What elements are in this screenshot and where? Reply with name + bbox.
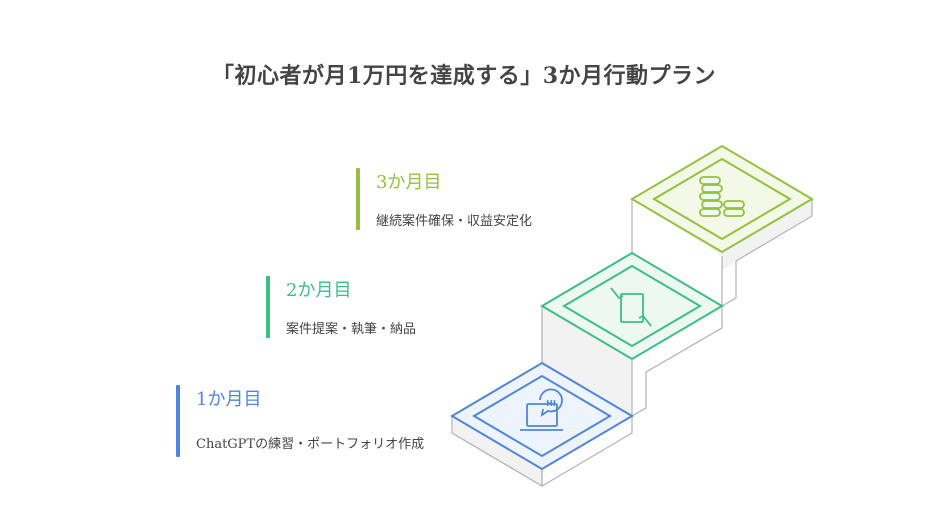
step-1-month: 1か月目 — [196, 389, 262, 410]
step-2-month: 2か月目 — [286, 280, 352, 301]
step-3-platform — [630, 144, 814, 254]
hi-badge: HI — [546, 399, 556, 408]
handshake-document-icon — [610, 287, 652, 327]
laptop-chat-icon: HI — [520, 388, 563, 431]
step-1-bar — [176, 385, 180, 457]
step-1-desc: ChatGPTの練習・ポートフォリオ作成 — [196, 437, 425, 452]
step-3-desc: 継続案件確保・収益安定化 — [376, 214, 533, 229]
step-3-month: 3か月目 — [376, 172, 442, 193]
step-1-label: 1か月目 ChatGPTの練習・ポートフォリオ作成 — [176, 385, 466, 457]
step-3-bar — [356, 168, 360, 230]
step-1-platform: HI — [450, 361, 634, 471]
stair-body — [542, 199, 812, 469]
step-2-platform — [540, 251, 724, 361]
step-3-label: 3か月目 継続案件確保・収益安定化 — [356, 168, 596, 230]
step-2-desc: 案件提案・執筆・納品 — [286, 322, 417, 337]
step-2-label: 2か月目 案件提案・執筆・納品 — [266, 276, 506, 338]
stair-outline — [451, 199, 813, 487]
coin-stack-icon — [699, 176, 745, 217]
step-2-bar — [266, 276, 270, 338]
page-title: 「初心者が月1万円を達成する」3か月行動プラン — [211, 63, 717, 89]
